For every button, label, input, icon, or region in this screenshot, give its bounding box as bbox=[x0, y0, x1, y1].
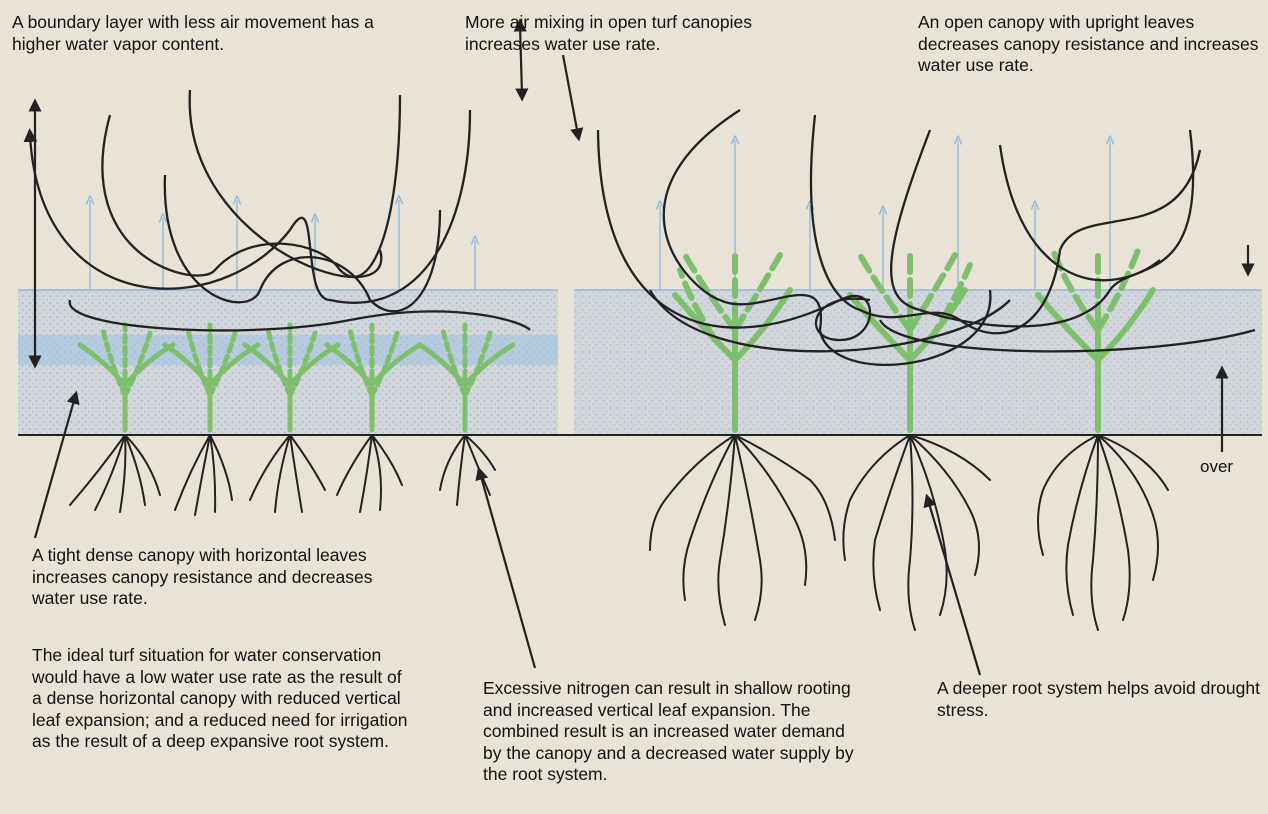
ideal-caption: The ideal turf situation for water conse… bbox=[32, 645, 412, 753]
open-upright-caption: An open canopy with upright leaves decre… bbox=[918, 12, 1263, 77]
right-vapor-arrows bbox=[660, 140, 1110, 290]
shallow-roots bbox=[70, 435, 495, 515]
tight-dense-caption: A tight dense canopy with horizontal lea… bbox=[32, 545, 377, 610]
nitrogen-caption: Excessive nitrogen can result in shallow… bbox=[483, 678, 868, 786]
boundary-layer-caption: A boundary layer with less air movement … bbox=[12, 12, 397, 55]
deep-root-caption: A deeper root system helps avoid drought… bbox=[937, 678, 1267, 721]
deep-roots bbox=[650, 435, 1168, 630]
over-label: over bbox=[1200, 456, 1233, 478]
open-mixing-caption: More air mixing in open turf canopies in… bbox=[465, 12, 825, 55]
